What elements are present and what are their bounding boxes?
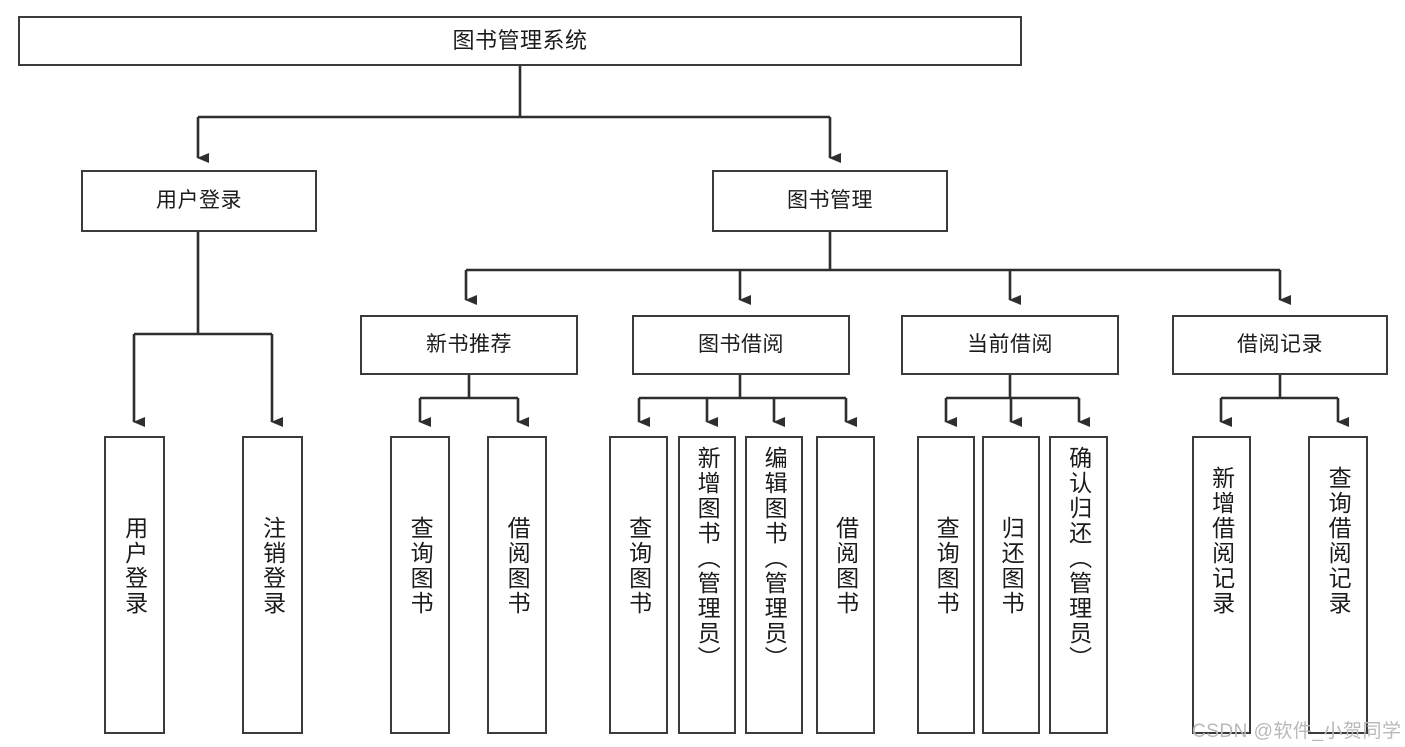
node-leaf-query-book-3[interactable]: 查询图书	[917, 436, 975, 734]
node-leaf-query-book-3-label: 查询图书	[933, 516, 960, 616]
node-leaf-query-record-label: 查询借阅记录	[1325, 466, 1352, 616]
node-current-borrow[interactable]: 当前借阅	[901, 315, 1119, 375]
node-book-borrow-label: 图书借阅	[698, 332, 784, 356]
node-leaf-add-book[interactable]: 新增图书（管理员）	[678, 436, 736, 734]
node-leaf-edit-book-label: 编辑图书（管理员）	[761, 446, 788, 671]
node-root[interactable]: 图书管理系统	[18, 16, 1022, 66]
node-leaf-confirm-return[interactable]: 确认归还（管理员）	[1049, 436, 1108, 734]
node-book-manage-label: 图书管理	[787, 188, 873, 212]
node-leaf-query-book-2-label: 查询图书	[625, 516, 652, 616]
node-borrow-record-label: 借阅记录	[1237, 332, 1323, 356]
node-leaf-user-login[interactable]: 用户登录	[104, 436, 165, 734]
node-leaf-edit-book[interactable]: 编辑图书（管理员）	[745, 436, 803, 734]
node-leaf-borrow-book-2[interactable]: 借阅图书	[816, 436, 875, 734]
node-leaf-user-login-label: 用户登录	[121, 516, 148, 616]
node-leaf-logout-login[interactable]: 注销登录	[242, 436, 303, 734]
node-leaf-return-book-label: 归还图书	[998, 516, 1025, 616]
node-book-borrow[interactable]: 图书借阅	[632, 315, 850, 375]
node-new-book-recommend-label: 新书推荐	[426, 332, 512, 356]
node-leaf-borrow-book-1-label: 借阅图书	[504, 516, 531, 616]
node-leaf-add-record[interactable]: 新增借阅记录	[1192, 436, 1251, 734]
node-user-login[interactable]: 用户登录	[81, 170, 317, 232]
node-user-login-label: 用户登录	[156, 188, 242, 212]
node-root-label: 图书管理系统	[452, 28, 588, 54]
node-leaf-query-book-2[interactable]: 查询图书	[609, 436, 668, 734]
node-leaf-logout-login-label: 注销登录	[259, 516, 286, 616]
node-leaf-add-record-label: 新增借阅记录	[1208, 466, 1235, 616]
node-leaf-add-book-label: 新增图书（管理员）	[694, 446, 721, 671]
node-leaf-confirm-return-label: 确认归还（管理员）	[1065, 446, 1092, 671]
node-leaf-query-record[interactable]: 查询借阅记录	[1308, 436, 1368, 734]
node-leaf-borrow-book-2-label: 借阅图书	[832, 516, 859, 616]
csdn-watermark: CSDN @软件_小贺同学	[1192, 721, 1402, 742]
node-leaf-borrow-book-1[interactable]: 借阅图书	[487, 436, 547, 734]
node-leaf-query-book-1[interactable]: 查询图书	[390, 436, 450, 734]
node-new-book-recommend[interactable]: 新书推荐	[360, 315, 578, 375]
node-borrow-record[interactable]: 借阅记录	[1172, 315, 1388, 375]
node-book-manage[interactable]: 图书管理	[712, 170, 948, 232]
node-leaf-return-book[interactable]: 归还图书	[982, 436, 1040, 734]
node-current-borrow-label: 当前借阅	[967, 332, 1053, 356]
node-leaf-query-book-1-label: 查询图书	[407, 516, 434, 616]
